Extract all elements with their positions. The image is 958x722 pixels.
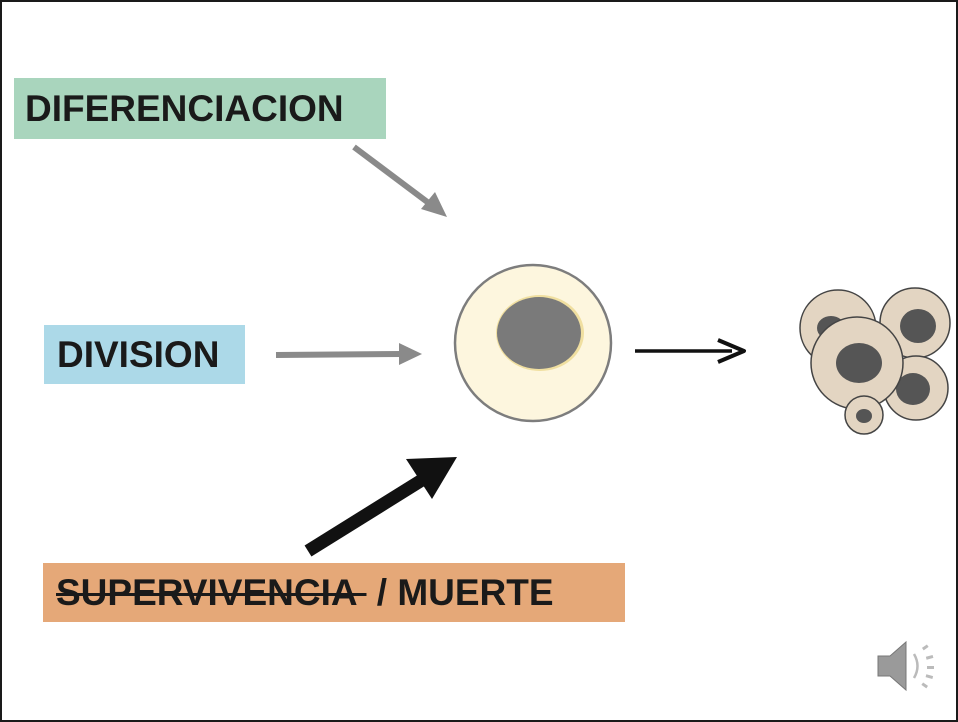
label-differentiation-text: DIFERENCIACION <box>25 87 344 129</box>
cell-nucleus <box>497 297 581 369</box>
label-division: DIVISION <box>44 325 245 384</box>
label-survival-text: SUPERVIVENCIA <box>56 571 367 613</box>
label-death-text: MUERTE <box>397 571 554 613</box>
cell-cluster <box>799 287 951 435</box>
label-separator-text: / <box>366 571 398 613</box>
arrow-to-cluster <box>635 338 746 364</box>
arrow-division <box>275 343 422 365</box>
label-survival-death: SUPERVIVENCIA / MUERTE <box>43 563 625 622</box>
cluster-cell-4 <box>810 316 904 410</box>
arrow-survival <box>304 457 457 557</box>
label-division-text: DIVISION <box>57 333 220 375</box>
arrow-differentiation <box>352 144 447 217</box>
central-cell <box>453 263 613 423</box>
speaker-icon[interactable] <box>872 636 938 701</box>
label-differentiation: DIFERENCIACION <box>14 78 386 139</box>
cluster-cell-5 <box>844 395 884 435</box>
